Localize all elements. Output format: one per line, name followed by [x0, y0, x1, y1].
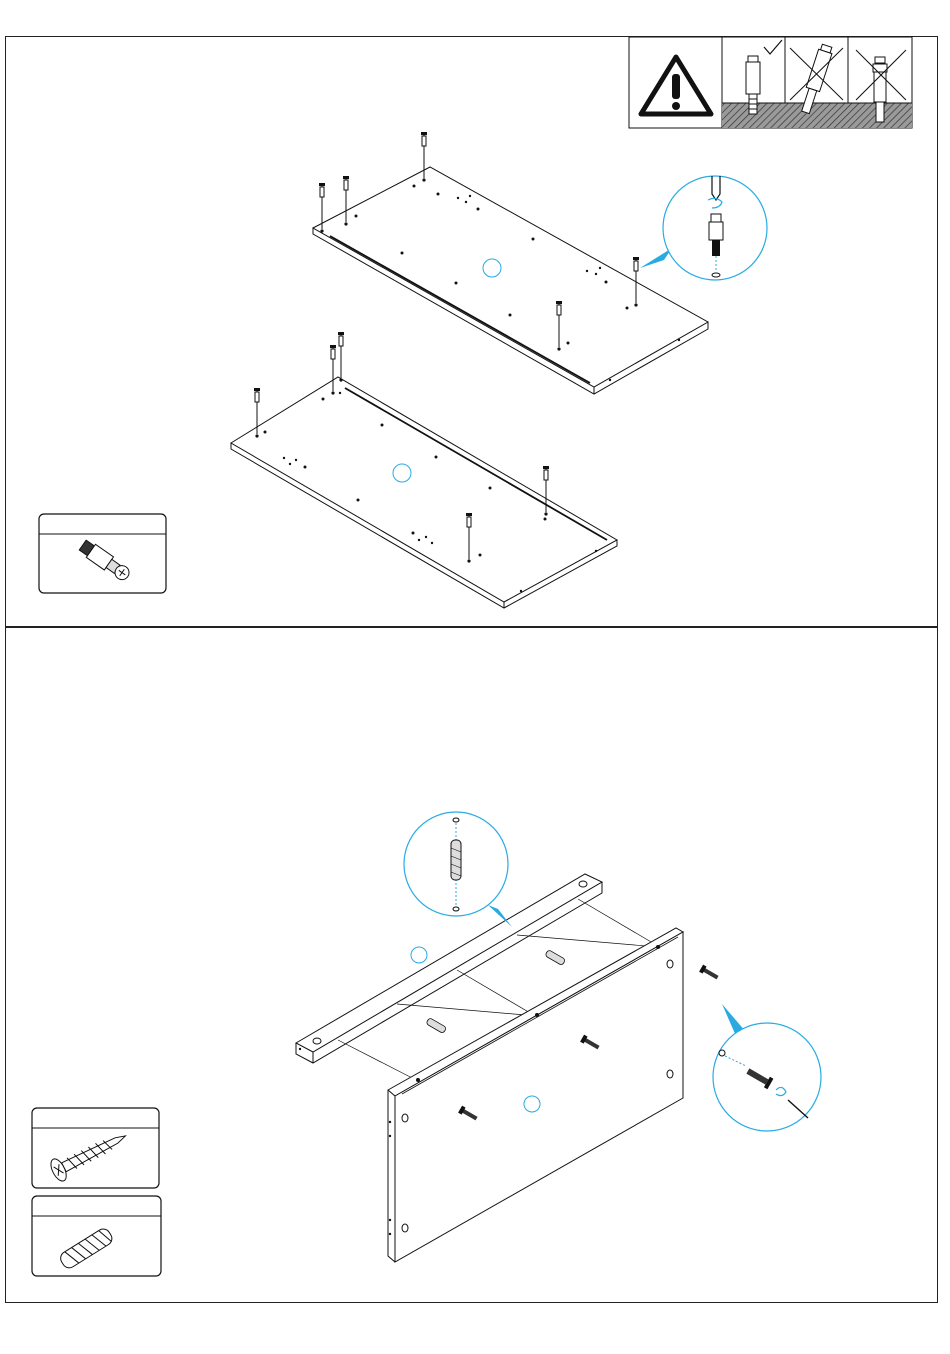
bottom-panel	[231, 332, 617, 608]
warning-table	[629, 37, 912, 128]
hardware-box-cam-bolt	[39, 514, 166, 593]
step-2-frame	[5, 626, 938, 1303]
cam-bolt-insert-detail	[640, 176, 767, 280]
